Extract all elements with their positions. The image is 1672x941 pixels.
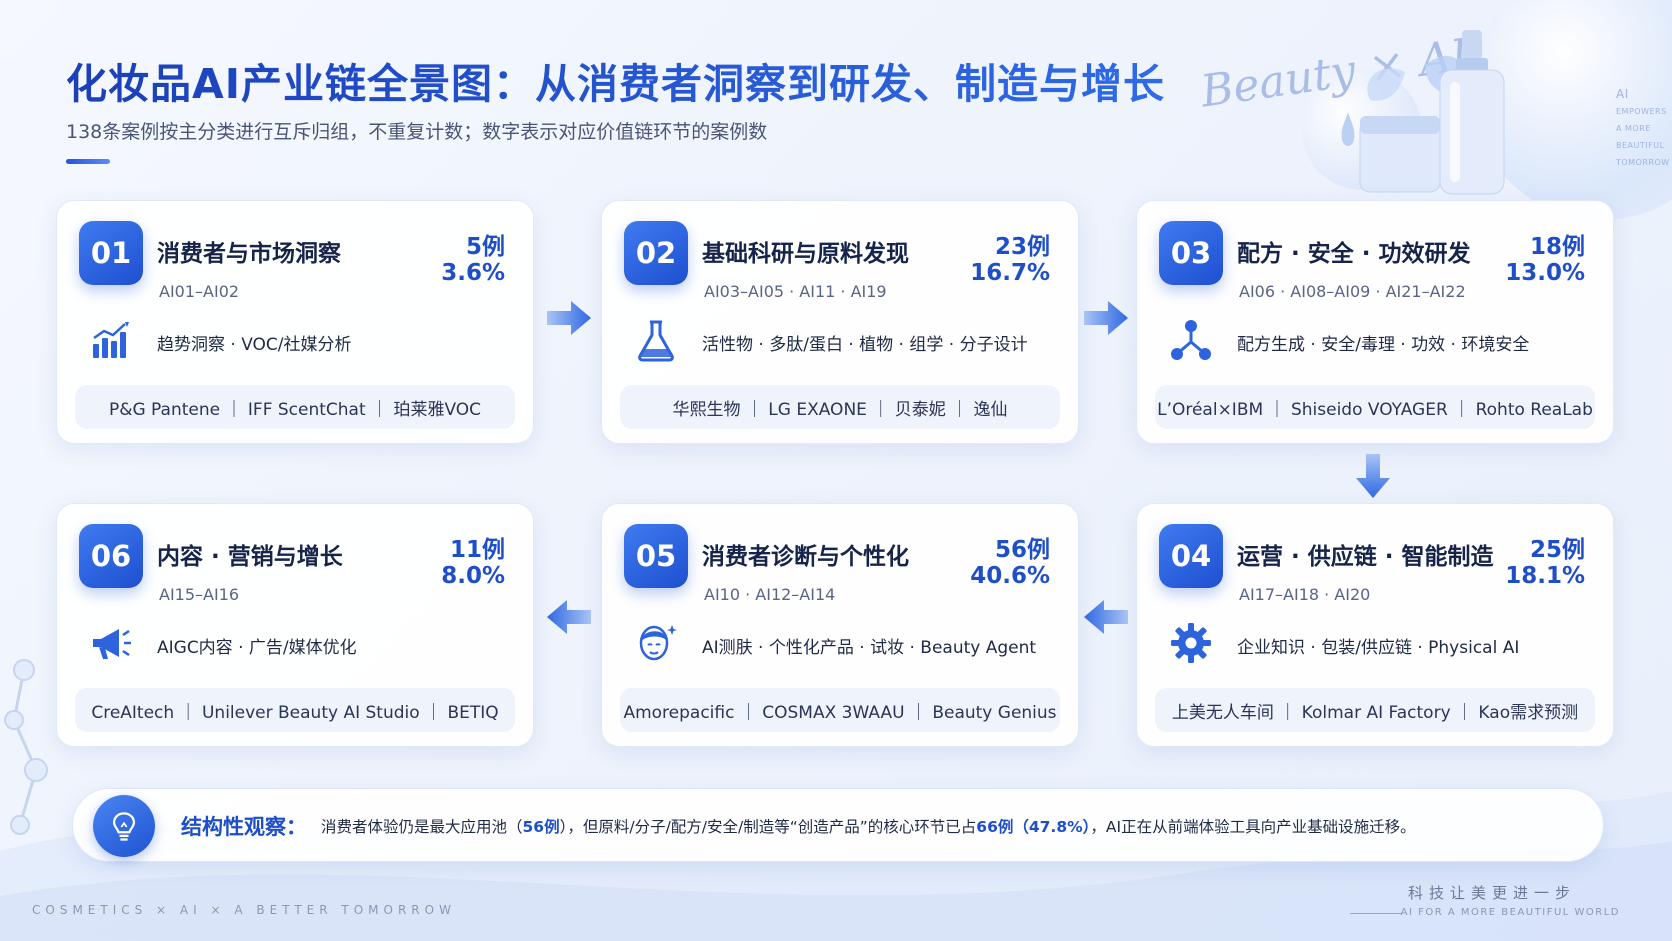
stage-percent: 3.6% [441,260,505,286]
cosmetic-bottle-illustration [1341,30,1505,195]
stage-title: 基础科研与原料发现 [702,241,909,267]
stage-tags: 企业知识 · 包装/供应链 · Physical AI [1237,638,1520,658]
stage-tags: 活性物 · 多肽/蛋白 · 植物 · 组学 · 分子设计 [702,335,1028,355]
footer-divider [1350,913,1402,914]
bar-chart-icon [89,318,133,362]
insight-text: 消费者体验仍是最大应用池（56例），但原料/分子/配方/安全/制造等“创造产品”… [321,818,1416,836]
stage-count: 25例 [1529,537,1585,563]
stage-cases: Amorepacific ｜ COSMAX 3WAAU ｜ Beauty Gen… [620,688,1060,732]
lightbulb-icon [93,795,155,857]
face-icon [634,621,678,665]
stage-card-01: 01 消费者与市场洞察 AI01–AI02 5例 3.6% 趋势洞察 · VOC… [56,200,534,444]
stage-codes: AI17–AI18 · AI20 [1239,585,1371,604]
stage-number-badge: 06 [79,524,143,588]
stage-card-04: 04 运营 · 供应链 · 智能制造 AI17–AI18 · AI20 25例 … [1136,503,1614,747]
flask-icon [634,318,678,362]
stage-percent: 18.1% [1505,563,1585,589]
stage-count: 56例 [994,537,1050,563]
megaphone-icon [89,621,133,665]
stage-cases: CreAItech ｜ Unilever Beauty AI Studio ｜ … [75,688,515,732]
flow-arrow-right-icon [1082,298,1130,338]
stage-tags: AI测肤 · 个性化产品 · 试妆 · Beauty Agent [702,638,1037,658]
stage-card-05: 05 消费者诊断与个性化 AI10 · AI12–AI14 56例 40.6% … [601,503,1079,747]
stage-title: 配方 · 安全 · 功效研发 [1237,241,1471,267]
stage-tags: 趋势洞察 · VOC/社媒分析 [157,335,352,355]
stage-codes: AI03–AI05 · AI11 · AI19 [704,282,887,301]
insight-label: 结构性观察： [181,815,307,839]
stage-count: 18例 [1529,234,1585,260]
stage-cases: P&G Pantene ｜ IFF ScentChat ｜ 珀莱雅VOC [75,385,515,429]
structural-insight-bar: 结构性观察： 消费者体验仍是最大应用池（56例），但原料/分子/配方/安全/制造… [72,788,1604,862]
stage-cases: L’Oréal×IBM ｜ Shiseido VOYAGER ｜ Rohto R… [1155,385,1595,429]
stage-cases: 上美无人车间 ｜ Kolmar AI Factory ｜ Kao需求预测 [1155,688,1595,732]
gear-icon [1169,621,1213,665]
stage-title: 内容 · 营销与增长 [157,544,343,570]
stage-number-badge: 04 [1159,524,1223,588]
stage-codes: AI10 · AI12–AI14 [704,585,836,604]
stage-title: 消费者诊断与个性化 [702,544,909,570]
footer-tagline: COSMETICS × AI × A BETTER TOMORROW [32,903,456,917]
stage-number-badge: 05 [624,524,688,588]
footer-slogan-cn: 科技让美更进一步 [1407,884,1576,902]
molecule-icon [1169,318,1213,362]
stage-card-06: 06 内容 · 营销与增长 AI15–AI16 11例 8.0% AIGC内容 … [56,503,534,747]
stage-number-badge: 01 [79,221,143,285]
stage-title: 消费者与市场洞察 [157,241,341,267]
page-subtitle: 138条案例按主分类进行互斥归组，不重复计数；数字表示对应价值链环节的案例数 [66,121,768,143]
stage-number-badge: 02 [624,221,688,285]
title-underline [66,159,110,164]
stage-title: 运营 · 供应链 · 智能制造 [1237,544,1494,570]
stage-percent: 13.0% [1505,260,1585,286]
stage-codes: AI01–AI02 [159,282,240,301]
flow-arrow-right-icon [545,298,593,338]
stage-tags: 配方生成 · 安全/毒理 · 功效 · 环境安全 [1237,335,1530,355]
flow-arrow-down-icon [1353,452,1393,500]
stage-card-02: 02 基础科研与原料发现 AI03–AI05 · AI11 · AI19 23例… [601,200,1079,444]
flow-arrow-left-icon [545,597,593,637]
stage-count: 23例 [994,234,1050,260]
decor-molecule [4,659,48,835]
stage-codes: AI15–AI16 [159,585,240,604]
page-title: 化妆品AI产业链全景图：从消费者洞察到研发、制造与增长 [66,50,1165,110]
stage-count: 5例 [465,234,505,260]
stage-percent: 8.0% [441,563,505,589]
stage-tags: AIGC内容 · 广告/媒体优化 [157,638,357,658]
stage-percent: 16.7% [970,260,1050,286]
stage-count: 11例 [449,537,505,563]
stage-number-badge: 03 [1159,221,1223,285]
stage-card-03: 03 配方 · 安全 · 功效研发 AI06 · AI08–AI09 · AI2… [1136,200,1614,444]
stage-cases: 华熙生物 ｜ LG EXAONE ｜ 贝泰妮 ｜ 逸仙 [620,385,1060,429]
side-note: AI EMPOWERS A MORE BEAUTIFUL TOMORROW [1616,87,1670,167]
stage-percent: 40.6% [970,563,1050,589]
stage-codes: AI06 · AI08–AI09 · AI21–AI22 [1239,282,1466,301]
flow-arrow-left-icon [1082,597,1130,637]
footer-slogan-en: AI FOR A MORE BEAUTIFUL WORLD [1400,907,1620,918]
